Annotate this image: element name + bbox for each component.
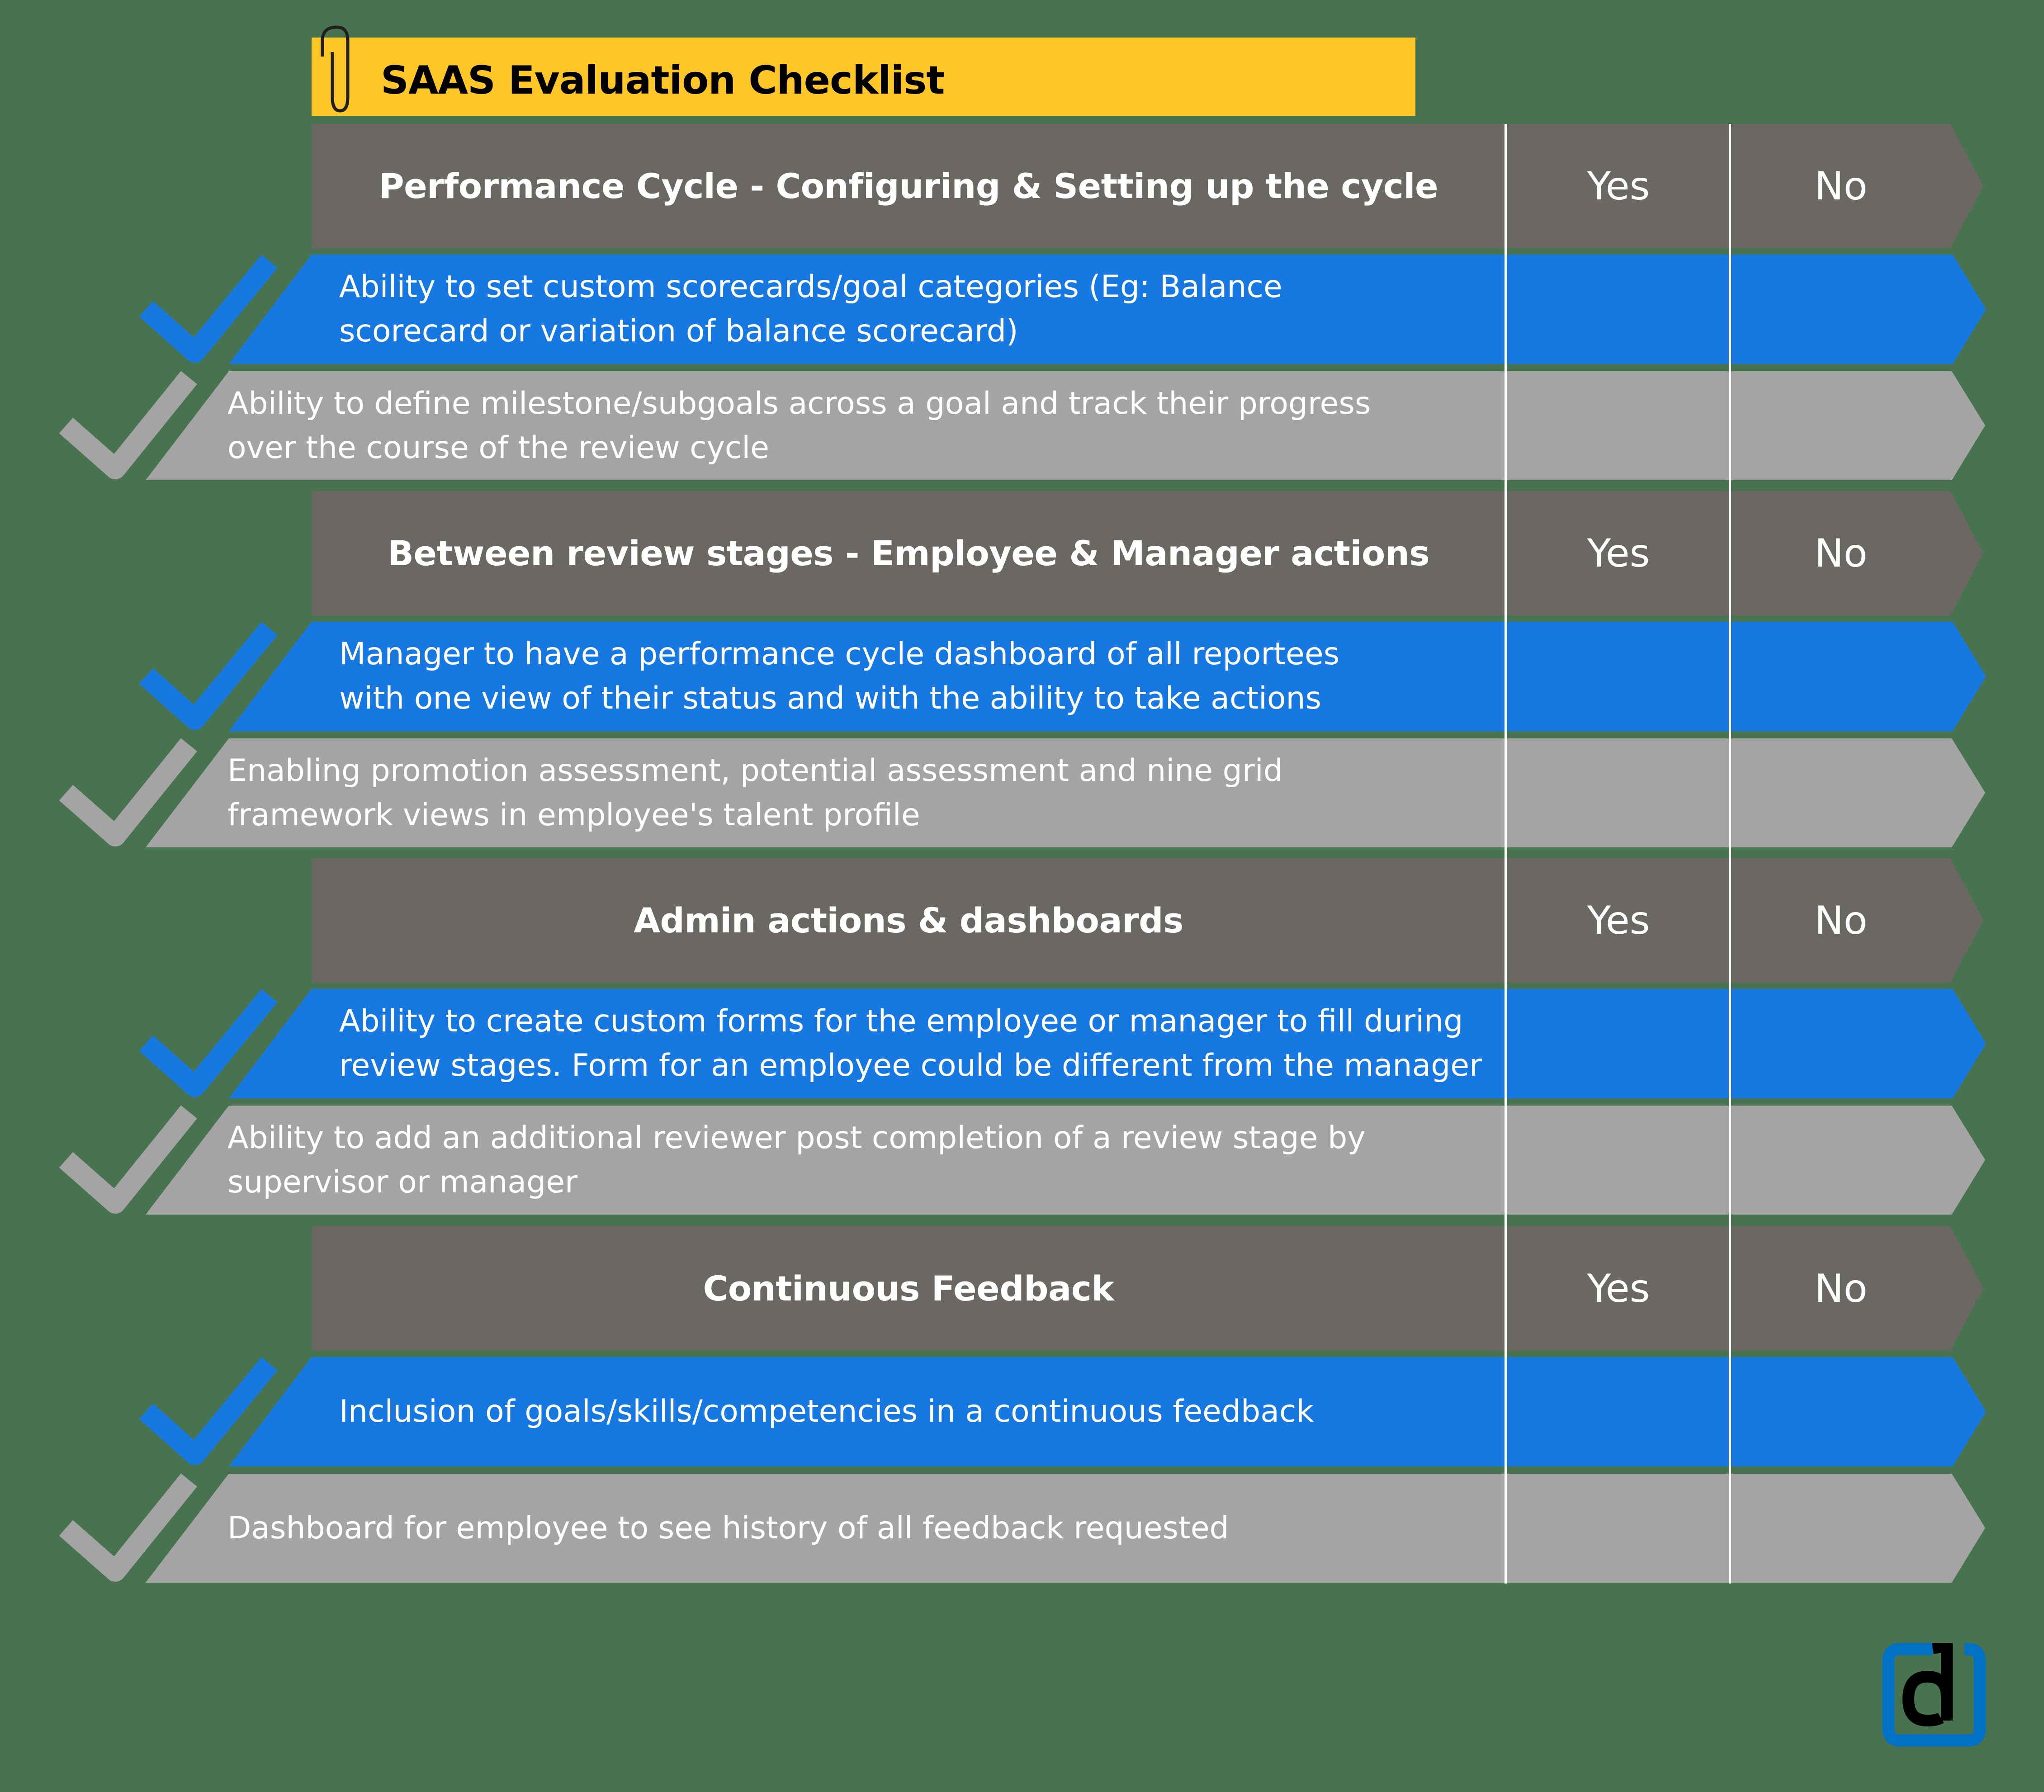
column-divider: [1505, 124, 1507, 1584]
column-header-yes: Yes: [1587, 1266, 1650, 1311]
checkmark-icon: [59, 371, 197, 479]
checkmark-icon: [139, 255, 278, 363]
yes-cell[interactable]: [1508, 622, 1729, 731]
column-header-no: No: [1814, 898, 1868, 943]
checklist-item-text: Ability to define milestone/subgoals acr…: [227, 385, 1371, 466]
yes-cell[interactable]: [1508, 1474, 1729, 1583]
section-shapes: [146, 1226, 1986, 1583]
row-bar-blue: [229, 622, 1986, 731]
no-cell[interactable]: [1732, 255, 1950, 364]
row-bar-gray: [146, 1474, 1985, 1583]
column-header-yes: Yes: [1587, 898, 1650, 943]
section-shapes: [146, 124, 1986, 480]
row-bar-gray: [146, 371, 1985, 480]
column-divider: [1729, 124, 1731, 1584]
section-header-bar: [312, 491, 1983, 615]
section-between-review-stages: Between review stages - Employee & Manag…: [0, 367, 2044, 847]
brand-logo-icon: [1882, 1643, 1986, 1747]
row-bar-blue: [229, 1357, 1986, 1466]
row-bar-blue: [229, 989, 1986, 1098]
column-header-no: No: [1814, 163, 1868, 209]
checkmark-icon: [139, 622, 278, 730]
column-header-yes: Yes: [1587, 530, 1650, 576]
section-admin-actions: Admin actions & dashboards Yes No Abilit…: [0, 734, 2044, 1215]
checklist-item-text: Enabling promotion assessment, potential…: [227, 752, 1283, 833]
section-title: Between review stages - Employee & Manag…: [387, 533, 1430, 573]
no-cell[interactable]: [1732, 622, 1950, 731]
checkmark-icon: [59, 738, 197, 846]
section-header-bar: [312, 858, 1983, 983]
checklist-item-text: Manager to have a performance cycle dash…: [339, 636, 1340, 716]
checklist-item-text: Ability to set custom scorecards/goal ca…: [339, 269, 1282, 349]
page-title: SAAS Evaluation Checklist: [381, 58, 945, 103]
section-continuous-feedback: Continuous Feedback Yes No Inclusion of …: [0, 1102, 2044, 1583]
title-bar: SAAS Evaluation Checklist: [312, 38, 1415, 116]
checklist-item-text: Ability to add an additional reviewer po…: [227, 1120, 1366, 1200]
row-bar-blue: [229, 255, 1986, 364]
section-title: Continuous Feedback: [703, 1268, 1114, 1309]
section-header-bar: [312, 124, 1983, 248]
yes-cell[interactable]: [1508, 989, 1729, 1098]
checkmark-icon: [139, 989, 278, 1097]
row-bar-gray: [146, 738, 1985, 847]
row-bar-gray: [146, 1106, 1985, 1215]
no-cell[interactable]: [1732, 1357, 1950, 1466]
yes-cell[interactable]: [1508, 1357, 1729, 1466]
section-title: Admin actions & dashboards: [634, 900, 1183, 941]
column-header-yes: Yes: [1587, 163, 1650, 209]
section-title: Performance Cycle - Configuring & Settin…: [379, 166, 1438, 206]
paperclip-icon: [321, 25, 350, 113]
section-shapes: [146, 858, 1986, 1215]
section-performance-cycle: Performance Cycle - Configuring & Settin…: [0, 0, 2044, 480]
no-cell[interactable]: [1732, 1474, 1950, 1583]
yes-cell[interactable]: [1508, 255, 1729, 364]
no-cell[interactable]: [1732, 989, 1950, 1098]
section-shapes: [146, 491, 1986, 847]
column-header-no: No: [1814, 1266, 1868, 1311]
column-header-no: No: [1814, 530, 1868, 576]
checkmark-icon: [139, 1357, 278, 1465]
checkmark-icon: [59, 1473, 197, 1582]
section-header-bar: [312, 1226, 1983, 1351]
checklist-item-text: Inclusion of goals/skills/competencies i…: [339, 1394, 1314, 1429]
checkmark-icon: [59, 1105, 197, 1214]
checklist-item-text: Ability to create custom forms for the e…: [339, 1003, 1482, 1083]
checklist-item-text: Dashboard for employee to see history of…: [227, 1510, 1229, 1546]
